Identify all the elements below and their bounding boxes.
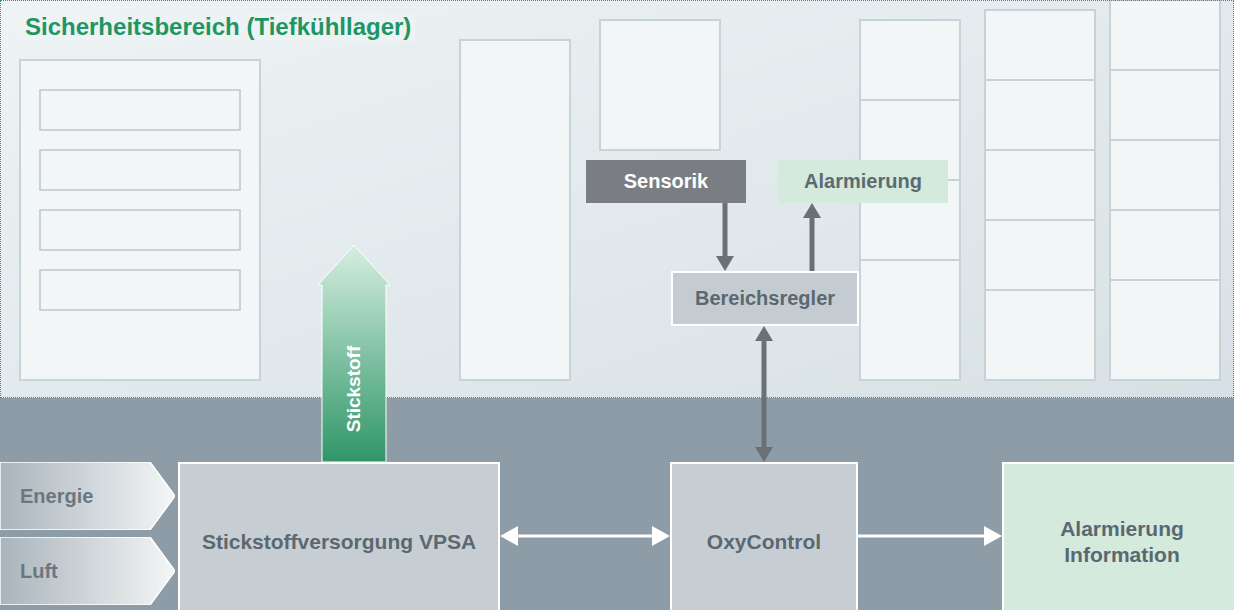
connector-arrow bbox=[858, 526, 1002, 546]
node-label: Bereichsregler bbox=[695, 286, 835, 311]
safety-zone: Sicherheitsbereich (Tiefkühllager) Sensor… bbox=[0, 0, 1234, 398]
node-label: OxyControl bbox=[707, 529, 821, 555]
controller-box: Bereichsregler bbox=[671, 271, 859, 326]
connector-arrow bbox=[803, 203, 821, 271]
connector-arrow bbox=[755, 326, 773, 462]
alarm-box: Alarmierung bbox=[778, 160, 948, 203]
node-label: Sensorik bbox=[624, 169, 708, 194]
supply-box: Stickstoffversorgung VPSA bbox=[178, 462, 500, 610]
node-label: Stickstoffversorgung VPSA bbox=[202, 529, 476, 555]
alarm-info-box: Alarmierung Information bbox=[1002, 462, 1234, 610]
node-label: Sicherheitsbereich (Tiefkühllager) bbox=[21, 13, 415, 41]
photo-ground bbox=[0, 0, 1234, 398]
sensor-box: Sensorik bbox=[586, 160, 746, 203]
input-chevron: Energie bbox=[0, 462, 175, 530]
connector-arrow bbox=[716, 203, 734, 271]
nitrogen-arrow: Stickstoff bbox=[318, 245, 390, 462]
node-label: Luft bbox=[20, 560, 58, 583]
node-label: Stickstoff bbox=[343, 345, 365, 432]
control-box: OxyControl bbox=[670, 462, 858, 610]
connector-arrow bbox=[500, 526, 670, 546]
input-chevron: Luft bbox=[0, 537, 175, 605]
node-label: Alarmierung bbox=[804, 169, 922, 194]
node-label: Energie bbox=[20, 485, 93, 508]
crate-stacks bbox=[20, 0, 1220, 380]
node-label: Alarmierung Information bbox=[1014, 516, 1230, 569]
